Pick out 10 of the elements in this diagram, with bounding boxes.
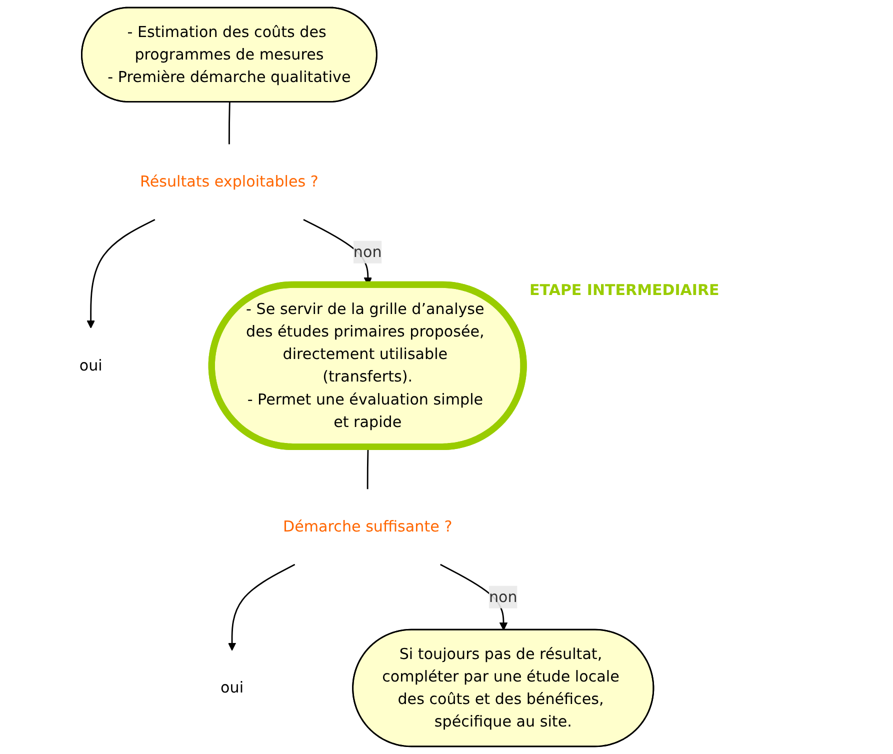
arrow (86, 218, 156, 328)
node-text: Démarche suffisante ? (282, 517, 452, 536)
node-text: Résultats exploitables ? (140, 172, 318, 190)
edge-label: non (353, 242, 382, 261)
arrow (228, 564, 296, 651)
connector (228, 102, 230, 144)
node-text: oui (220, 678, 244, 697)
stage-label: ETAPE INTERMEDIAIRE (530, 280, 720, 299)
node-text: oui (79, 356, 102, 374)
edge-label: non (488, 588, 518, 606)
